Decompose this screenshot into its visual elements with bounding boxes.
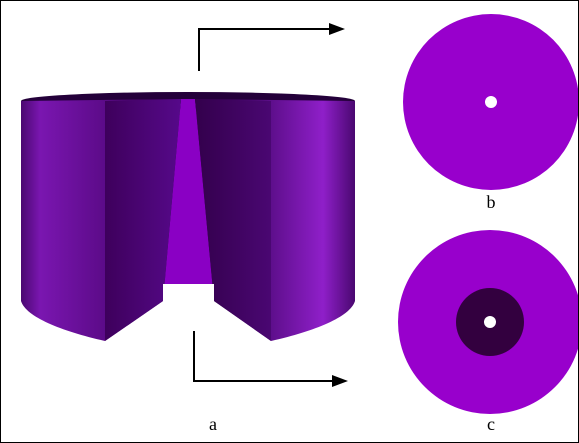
slot-back-face [163, 99, 214, 284]
arrow-to-b [198, 23, 345, 71]
cylinder-model [21, 92, 355, 341]
left-cut-face [105, 99, 181, 341]
slot-floor [163, 284, 214, 301]
label-c: c [487, 414, 495, 434]
arrow-to-c [193, 331, 348, 387]
cross-section-b [403, 14, 578, 190]
cross-section-c [398, 230, 578, 414]
right-cut-face [195, 99, 271, 341]
label-b: b [486, 192, 496, 212]
label-a: a [209, 414, 217, 434]
hole-b [485, 96, 497, 108]
hole-c [484, 316, 496, 328]
